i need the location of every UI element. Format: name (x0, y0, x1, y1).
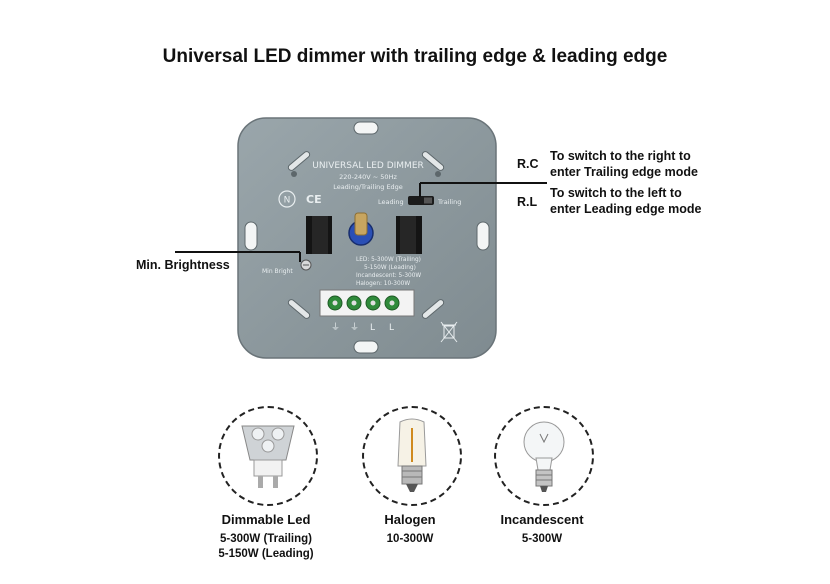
plate-label-line1: UNIVERSAL LED DIMMER (312, 161, 424, 171)
bulb-spec-led-2: 5-150W (Leading) (218, 548, 314, 560)
page-title: Universal LED dimmer with trailing edge … (162, 46, 668, 67)
n-mark-icon (278, 190, 296, 208)
rc-text-line2: enter Trailing edge mode (550, 165, 698, 179)
bulb-name-led: Dimmable Led (221, 512, 311, 527)
terminal-label-1: ⏚ (331, 322, 340, 333)
weee-bin-icon (440, 321, 458, 343)
halogen-bulb-circle (362, 406, 462, 506)
ce-mark-icon: CE (306, 193, 322, 206)
switch-label-trailing: Trailing (437, 198, 461, 206)
plate-label-line3: Leading/Trailing Edge (333, 183, 403, 191)
incandescent-bulb-icon (523, 421, 565, 492)
knob-shaft (354, 212, 368, 236)
plate-spec1: LED: 5-300W (Trailing) (356, 257, 421, 263)
rl-text-line1: To switch to the left to (550, 186, 682, 200)
rc-text-line1: To switch to the right to (550, 149, 691, 163)
min-brightness-label: Min. Brightness (136, 258, 230, 272)
led-bulb-circle (218, 406, 318, 506)
led-spot-bulb-icon (241, 425, 295, 488)
rl-code: R.L (517, 195, 538, 209)
svg-text:N: N (284, 196, 291, 206)
min-bright-label: Min Bright (262, 268, 293, 275)
incandescent-bulb-circle (494, 406, 594, 506)
bulb-spec-halogen: 10-300W (386, 533, 434, 545)
plate-spec2: 5-150W (Leading) (364, 265, 416, 271)
plate-label-line2: 220-240V ~ 50Hz (339, 173, 397, 181)
bulb-spec-led-1: 5-300W (Trailing) (219, 533, 313, 545)
terminal-label-4: L (389, 323, 394, 333)
bulb-name-halogen: Halogen (384, 512, 436, 527)
dimmer-plate: UNIVERSAL LED DIMMER 220-240V ~ 50Hz Lea… (237, 117, 497, 359)
filament-bulb-icon (397, 418, 427, 492)
rl-text-line2: enter Leading edge mode (550, 202, 702, 216)
rc-code: R.C (517, 157, 539, 171)
switch-label-leading: Leading (378, 198, 404, 206)
plate-spec4: Halogen: 10-300W (356, 281, 410, 287)
bulb-spec-incandescent: 5-300W (521, 533, 563, 545)
terminal-label-2: ⏚ (350, 322, 359, 333)
plate-spec3: Incandescent: 5-300W (356, 273, 421, 279)
bulb-name-incandescent: Incandescent (500, 512, 584, 527)
terminal-label-3: L (370, 323, 375, 333)
